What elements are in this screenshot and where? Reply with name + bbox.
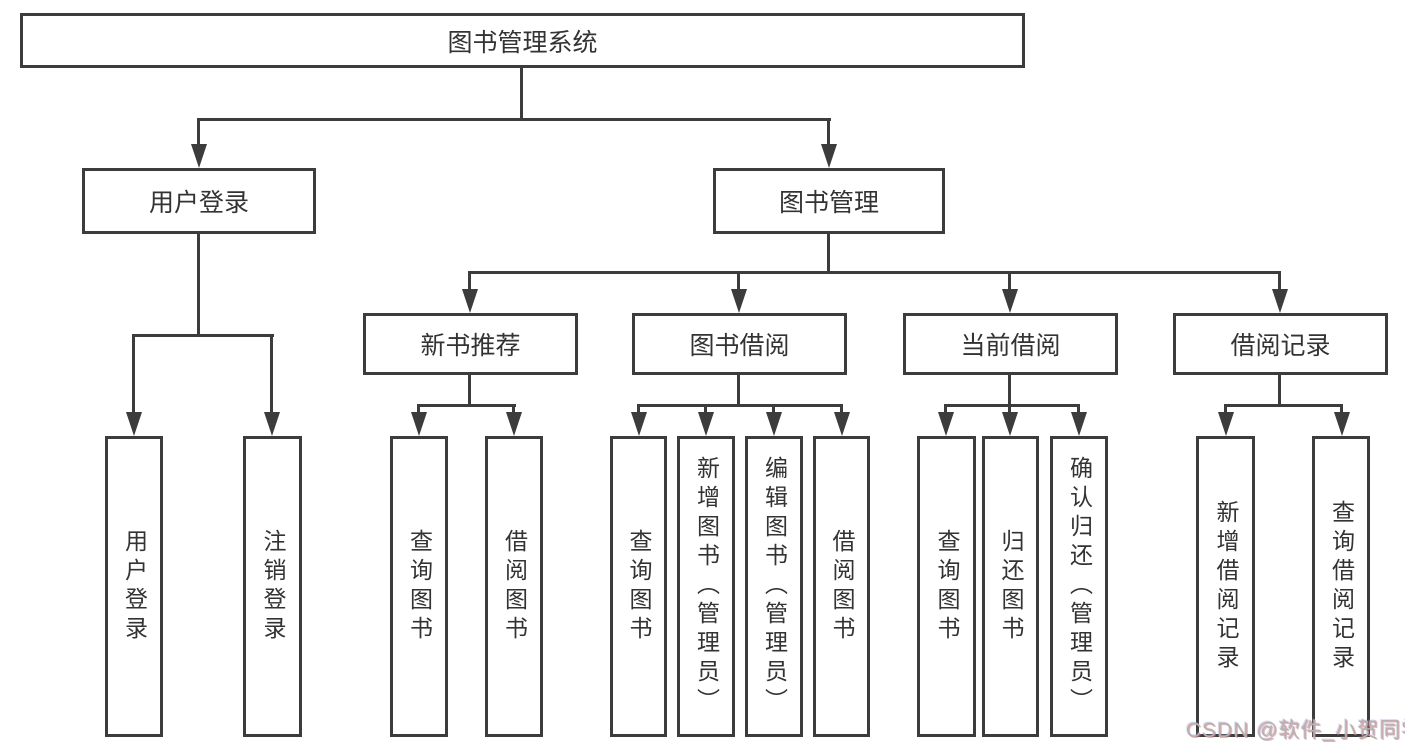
connector-user-login-branch [132, 334, 274, 337]
node-library-system: 图书管理系统 [20, 13, 1025, 68]
connector-leaf-stem [704, 404, 707, 414]
connector-leaf-stem [270, 334, 273, 414]
leaf-query-books-3: 查询图书 [917, 436, 976, 737]
leaf-user-login: 用户登录 [105, 436, 163, 737]
connector-level2-stem [1008, 271, 1011, 291]
connector-user-login-down [197, 234, 200, 336]
csdn-watermark: CSDN @软件_小贺同学 [1186, 719, 1405, 742]
arrow-to-leaf-add-book [698, 412, 714, 436]
connector-leaf-stem [1077, 404, 1080, 414]
leaf-logout: 注销登录 [243, 436, 302, 737]
arrow-to-leaf-logout [264, 412, 280, 436]
connector-leaf-stem [637, 404, 640, 414]
node-current-borrow: 当前借阅 [903, 313, 1118, 375]
connector-root-stem [520, 68, 523, 119]
leaf-query-borrow-record: 查询借阅记录 [1312, 436, 1370, 737]
arrow-to-book-borrow [731, 289, 747, 313]
connector-leaf-stem [1008, 404, 1011, 414]
leaf-borrow-books-2: 借阅图书 [813, 436, 870, 737]
arrow-to-leaf-borrow-books-1 [506, 412, 522, 436]
connector-book-borrow-down [737, 375, 740, 406]
leaf-query-books-2: 查询图书 [610, 436, 667, 737]
leaf-add-borrow-record: 新增借阅记录 [1196, 436, 1255, 737]
connector-current-borrow-branch [944, 404, 1080, 407]
connector-leaf-stem [772, 404, 775, 414]
connector-new-book-branch [417, 404, 516, 407]
arrow-to-new-book-recommend [462, 289, 478, 313]
arrow-to-leaf-confirm-return [1071, 412, 1087, 436]
connector-level2-stem [468, 271, 471, 291]
connector-book-mgmt-stem [827, 118, 830, 148]
leaf-add-book-admin: 新增图书（管理员） [677, 436, 735, 737]
connector-level2-branch [468, 271, 1281, 274]
connector-leaf-stem [417, 404, 420, 414]
connector-level1-branch [197, 118, 831, 121]
arrow-to-leaf-query-books-2 [631, 412, 647, 436]
node-borrow-records: 借阅记录 [1173, 313, 1388, 375]
arrow-to-leaf-query-borrow-record [1334, 412, 1350, 436]
connector-new-book-down [468, 375, 471, 406]
arrow-to-leaf-return-book [1002, 412, 1018, 436]
arrow-to-leaf-add-borrow-record [1218, 412, 1234, 436]
arrow-to-leaf-borrow-books-2 [834, 412, 850, 436]
connector-leaf-stem [840, 404, 843, 414]
connector-leaf-stem [1340, 404, 1343, 414]
connector-leaf-stem [1224, 404, 1227, 414]
node-user-login: 用户登录 [82, 168, 316, 234]
connector-leaf-stem [512, 404, 515, 414]
connector-leaf-stem [944, 404, 947, 414]
leaf-query-books-1: 查询图书 [390, 436, 448, 737]
leaf-borrow-books-1: 借阅图书 [485, 436, 543, 737]
arrow-to-leaf-query-books-3 [938, 412, 954, 436]
connector-book-borrow-branch [637, 404, 843, 407]
arrow-to-leaf-edit-book [766, 412, 782, 436]
arrow-to-user-login [191, 144, 207, 168]
node-book-borrow: 图书借阅 [632, 313, 847, 375]
leaf-return-book: 归还图书 [982, 436, 1039, 737]
node-new-book-recommend: 新书推荐 [363, 313, 578, 375]
arrow-to-book-mgmt [821, 144, 837, 168]
connector-level2-stem [1278, 271, 1281, 291]
leaf-confirm-return-admin: 确认归还（管理员） [1050, 436, 1108, 737]
arrow-to-borrow-records [1272, 289, 1288, 313]
leaf-edit-book-admin: 编辑图书（管理员） [745, 436, 803, 737]
connector-borrow-records-down [1278, 375, 1281, 406]
node-book-management: 图书管理 [713, 168, 945, 234]
connector-borrow-records-branch [1224, 404, 1343, 407]
connector-level2-stem [737, 271, 740, 291]
arrow-to-leaf-user-login [126, 412, 142, 436]
connector-current-borrow-down [1008, 375, 1011, 406]
arrow-to-current-borrow [1002, 289, 1018, 313]
connector-leaf-stem [132, 334, 135, 414]
connector-book-mgmt-down [827, 234, 830, 274]
arrow-to-leaf-query-books-1 [411, 412, 427, 436]
connector-user-login-stem [197, 118, 200, 148]
